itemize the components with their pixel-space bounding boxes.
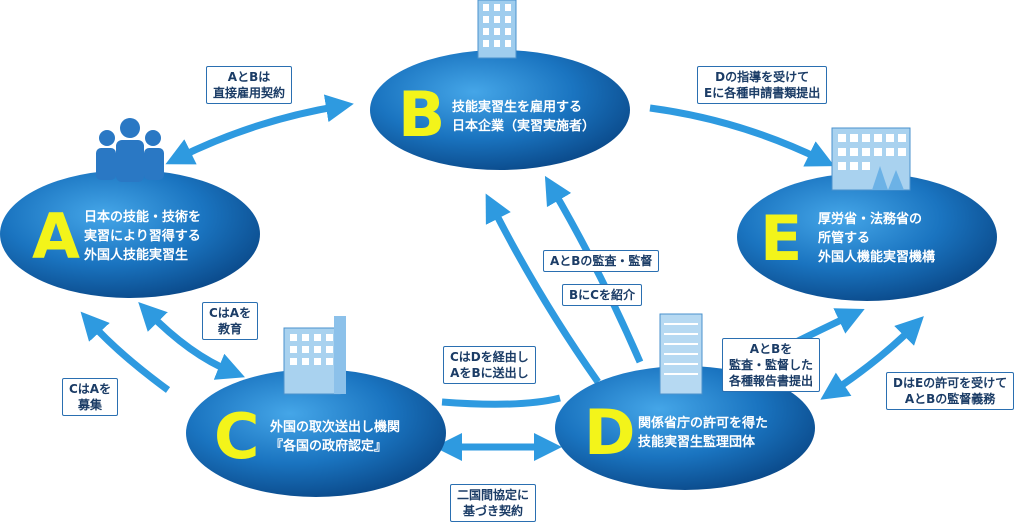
label-line: 募集 <box>78 398 103 412</box>
label-line: 各種報告書提出 <box>729 374 814 388</box>
node-b-line: 日本企業（実習実施者） <box>452 119 596 134</box>
node-b-letter: B <box>398 78 446 151</box>
node-e-description: 厚労省・法務省の 所管する 外国人機能実習機構 <box>818 210 935 267</box>
node-e-line: 厚労省・法務省の <box>818 212 923 227</box>
label-c-recruit: CはAを 募集 <box>62 378 119 416</box>
arrows <box>80 94 924 461</box>
node-c-ellipse <box>186 369 446 497</box>
node-c-description: 外国の取次送出し機関 『各国の政府認定』 <box>270 418 400 456</box>
label-line: 二国間協定に <box>457 488 530 502</box>
arrow-d-b-audit <box>485 193 601 385</box>
label-line: AとBの監督義務 <box>904 392 996 406</box>
label-cd-agreement: 二国間協定に 基づき契約 <box>450 484 537 522</box>
node-c-letter: C <box>214 400 260 473</box>
node-a-letter: A <box>32 200 80 273</box>
node-e-line: 所管する <box>818 231 871 246</box>
node-d-ellipse <box>555 366 815 490</box>
node-e-letter: E <box>760 202 803 275</box>
node-a-line: 実習により習得する <box>84 229 201 244</box>
label-d-via: CはDを経由し AをBに送出し <box>443 346 536 384</box>
label-d-report: AとBを 監査・監督した 各種報告書提出 <box>722 338 821 392</box>
arrow-c-a-educate <box>138 301 245 380</box>
arrow-b-e <box>649 104 835 167</box>
node-e-ellipse <box>737 173 997 301</box>
label-line: CはAを <box>209 306 252 320</box>
label-line: CはDを経由し <box>450 350 529 364</box>
label-line: AとBの監査・監督 <box>550 254 653 268</box>
label-line: 監査・監督した <box>729 358 814 372</box>
label-line: AをBに送出し <box>450 366 529 380</box>
government-building-icon <box>831 127 911 191</box>
label-d-guidance: Dの指導を受けて Eに各種申請書類提出 <box>697 66 828 104</box>
label-line: 直接雇用契約 <box>213 86 286 100</box>
node-d-line: 関係省庁の許可を得た <box>638 416 769 431</box>
node-b-description: 技能実習生を雇用する 日本企業（実習実施者） <box>452 98 595 136</box>
node-a-ellipse <box>0 170 260 298</box>
arrow-d-b-introduce <box>544 175 644 364</box>
label-line: 教育 <box>218 322 243 336</box>
label-line: DはEの許可を受けて <box>893 376 1008 390</box>
office-building-icon <box>659 313 703 395</box>
label-c-educate: CはAを 教育 <box>202 302 259 340</box>
node-a-line: 外国人技能実習生 <box>84 248 189 263</box>
node-c-line: 『各国の政府認定』 <box>270 439 388 454</box>
node-a-line: 日本の技能・技術を <box>84 210 202 225</box>
node-b-ellipse <box>370 50 630 170</box>
label-line: CはAを <box>69 382 112 396</box>
label-line: AとBを <box>749 342 793 356</box>
label-line: Dの指導を受けて <box>715 70 810 84</box>
arrow-e-d-permit <box>820 316 924 400</box>
label-line: Eに各種申請書類提出 <box>704 86 821 100</box>
label-e-permit: DはEの許可を受けて AとBの監督義務 <box>886 372 1015 410</box>
label-ab-contract: AとBは 直接雇用契約 <box>206 66 293 104</box>
label-d-introduce: BにCを紹介 <box>562 284 642 306</box>
node-d-line: 技能実習生監理団体 <box>638 435 756 450</box>
node-c-line: 外国の取次送出し機関 <box>270 420 401 435</box>
label-line: 基づき契約 <box>463 504 524 518</box>
node-d-letter: D <box>584 396 636 469</box>
office-building-icon <box>477 0 517 59</box>
label-d-audit: AとBの監査・監督 <box>543 250 660 272</box>
node-d-description: 関係省庁の許可を得た 技能実習生監理団体 <box>638 414 768 452</box>
label-line: AとBは <box>227 70 271 84</box>
node-e-line: 外国人機能実習機構 <box>818 250 936 265</box>
people-icon <box>96 118 164 182</box>
arrow-c-a-recruit <box>80 311 171 393</box>
office-building-icon <box>283 316 346 395</box>
node-b-line: 技能実習生を雇用する <box>452 100 583 115</box>
label-line: BにCを紹介 <box>569 288 635 302</box>
arrow-a-b <box>165 94 354 165</box>
arrow-c-d-send <box>441 394 561 408</box>
node-a-description: 日本の技能・技術を 実習により習得する 外国人技能実習生 <box>84 208 201 265</box>
